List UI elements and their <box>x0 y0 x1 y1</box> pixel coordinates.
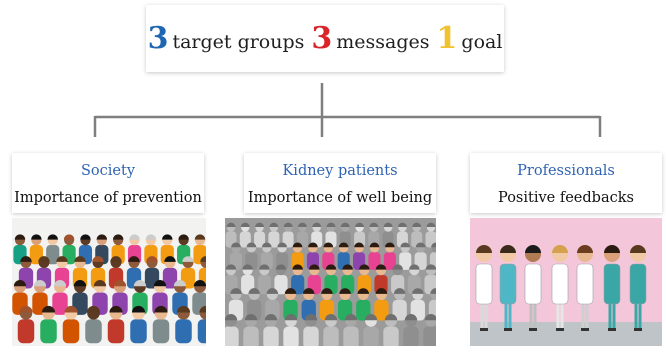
person-figure <box>107 305 125 344</box>
person-figure <box>392 288 407 321</box>
person-figure <box>111 234 125 265</box>
medical-staff-figure <box>603 245 621 331</box>
person-figure <box>263 314 279 346</box>
person-figure <box>90 256 106 289</box>
person-figure <box>423 314 436 346</box>
medical-staff-figure <box>524 245 542 331</box>
target-groups-count: 3 <box>147 20 169 56</box>
person-figure <box>282 222 294 248</box>
group-title-kidney-patients: Kidney patients <box>282 163 398 179</box>
messages-label: messages <box>336 30 430 53</box>
grey-crowd-illustration-svg <box>225 222 436 346</box>
grey-crowd-with-colored-center-illustration <box>225 218 436 346</box>
group-title-professionals: Professionals <box>517 163 615 179</box>
person-figure <box>383 314 399 346</box>
person-figure <box>363 314 379 346</box>
medical-staff-figure <box>576 245 594 331</box>
messages-count: 3 <box>311 20 333 56</box>
person-figure <box>152 305 170 344</box>
person-figure <box>337 242 350 270</box>
person-figure <box>268 222 280 248</box>
medical-staff-figure <box>475 245 493 331</box>
person-figure <box>17 305 35 344</box>
group-card-kidney-patients: Kidney patients Importance of well being <box>244 153 436 213</box>
medical-staff-illustration-svg <box>470 245 662 346</box>
person-figure <box>303 314 319 346</box>
person-figure <box>368 242 381 270</box>
person-figure <box>291 264 305 295</box>
medical-staff-figure <box>499 245 517 331</box>
person-figure <box>162 256 178 289</box>
group-message-kidney-patients: Importance of well being <box>247 190 433 206</box>
person-figure <box>29 234 43 265</box>
group-message-society: Importance of prevention <box>14 190 202 206</box>
person-figure <box>383 242 396 270</box>
group-message-professionals: Positive feedbacks <box>498 190 634 206</box>
goal-count: 1 <box>436 20 458 56</box>
person-figure <box>283 314 299 346</box>
crowd-illustration <box>12 218 206 346</box>
person-figure <box>414 242 427 270</box>
person-figure <box>374 288 389 321</box>
person-figure <box>197 305 206 344</box>
person-figure <box>274 264 288 295</box>
crowd-illustration-svg <box>12 234 206 344</box>
target-groups-label: target groups <box>172 30 305 53</box>
person-figure <box>62 305 80 344</box>
person-figure <box>283 288 298 321</box>
group-card-society: Society Importance of prevention <box>12 153 204 213</box>
group-card-professionals: Professionals Positive feedbacks <box>470 153 662 213</box>
person-figure <box>325 222 337 248</box>
person-figure <box>403 314 419 346</box>
person-figure <box>225 314 239 346</box>
person-figure <box>239 222 251 248</box>
person-figure <box>175 305 192 344</box>
medical-staff-illustration <box>470 218 662 346</box>
person-figure <box>40 305 57 344</box>
person-figure <box>257 264 271 295</box>
person-figure <box>46 234 60 265</box>
group-title-society: Society <box>80 163 136 179</box>
person-figure <box>243 314 259 346</box>
person-figure <box>92 280 108 315</box>
person-figure <box>311 222 323 248</box>
person-figure <box>85 305 102 344</box>
person-figure <box>399 242 412 270</box>
person-figure <box>254 222 266 248</box>
person-figure <box>323 314 339 346</box>
person-figure <box>407 264 421 295</box>
title-box: 3 target groups 3 messages 1 goal <box>146 5 504 72</box>
person-figure <box>245 242 258 270</box>
person-figure <box>130 305 147 344</box>
person-figure <box>343 314 359 346</box>
medical-staff-figure <box>629 245 647 331</box>
title-text: 3 target groups 3 messages 1 goal <box>147 20 503 56</box>
goal-label: goal <box>461 30 503 53</box>
medical-staff-figure <box>551 245 569 331</box>
person-figure <box>52 280 68 315</box>
person-figure <box>356 288 371 321</box>
